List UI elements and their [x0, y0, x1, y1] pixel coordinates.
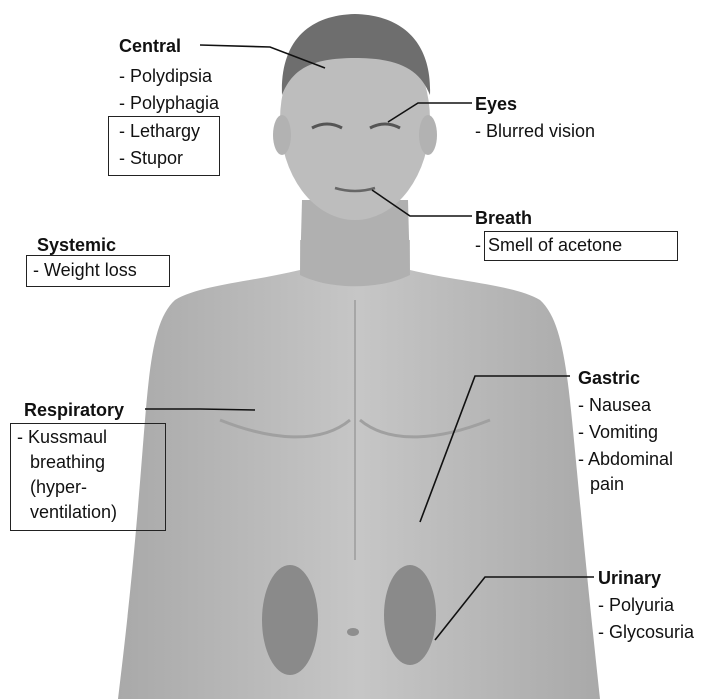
torso-silhouette	[118, 240, 600, 699]
systemic-item-weight-loss: - Weight loss	[33, 258, 137, 282]
gastric-item-pain: pain	[590, 472, 624, 496]
left-ear	[273, 115, 291, 155]
eyes-title: Eyes	[475, 92, 517, 116]
eyes-item-blurred-vision: - Blurred vision	[475, 119, 595, 143]
breath-title: Breath	[475, 206, 532, 230]
right-ear	[419, 115, 437, 155]
breath-item-acetone: Smell of acetone	[488, 233, 622, 257]
urinary-item-polyuria: - Polyuria	[598, 593, 674, 617]
central-item-polyphagia: - Polyphagia	[119, 91, 219, 115]
central-item-lethargy: - Lethargy	[119, 119, 200, 143]
gastric-item-nausea: - Nausea	[578, 393, 651, 417]
respiratory-item-kussmaul: - Kussmaul	[17, 425, 107, 449]
respiratory-title: Respiratory	[24, 398, 124, 422]
systemic-title: Systemic	[37, 233, 116, 257]
gastric-item-abdominal: - Abdominal	[578, 447, 673, 471]
navel	[347, 628, 359, 636]
gastric-item-vomiting: - Vomiting	[578, 420, 658, 444]
central-item-stupor: - Stupor	[119, 146, 183, 170]
gastric-title: Gastric	[578, 366, 640, 390]
urinary-title: Urinary	[598, 566, 661, 590]
respiratory-item-hyper: (hyper-	[30, 475, 87, 499]
central-title: Central	[119, 34, 181, 58]
respiratory-item-ventilation: ventilation)	[30, 500, 117, 524]
respiratory-item-breathing: breathing	[30, 450, 105, 474]
urinary-item-glycosuria: - Glycosuria	[598, 620, 694, 644]
left-kidney	[262, 565, 318, 675]
breath-item-dash: -	[475, 233, 481, 257]
right-kidney	[384, 565, 436, 665]
central-item-polydipsia: - Polydipsia	[119, 64, 212, 88]
